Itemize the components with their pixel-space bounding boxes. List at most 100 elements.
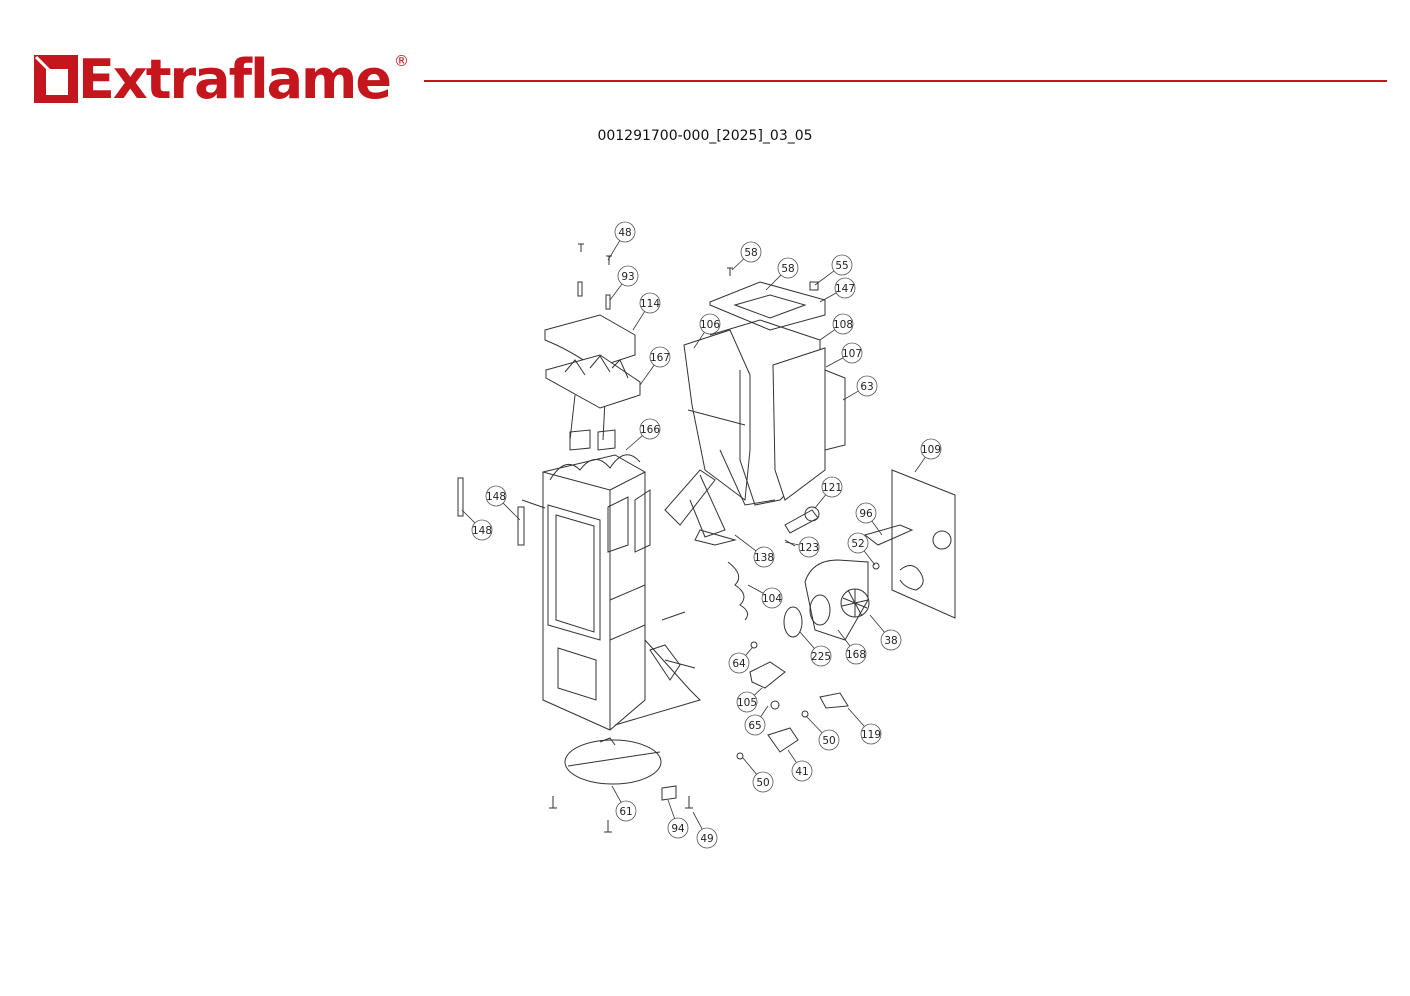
callout-121: 121	[814, 476, 843, 509]
callout-label: 65	[748, 720, 761, 732]
parts-drawing	[457, 243, 956, 833]
callout-label: 50	[822, 735, 835, 747]
callout-circle	[615, 800, 637, 822]
callout-label: 96	[859, 508, 873, 520]
registered-mark: ®	[393, 52, 409, 70]
callout-circle	[880, 629, 902, 651]
callout-108: 108	[819, 313, 854, 341]
callout-circle	[832, 313, 854, 335]
callout-105: 105	[736, 687, 763, 713]
callout-circle	[614, 221, 636, 243]
leader-line	[609, 283, 623, 301]
leader-line	[639, 364, 655, 386]
callout-circle	[777, 257, 799, 279]
brand-logo: Extraflame ®	[34, 50, 409, 110]
leader-line	[611, 785, 622, 803]
callout-circle	[845, 643, 867, 665]
callout-circle	[841, 342, 863, 364]
brand-name: Extraflame	[78, 48, 392, 111]
callout-93: 93	[609, 265, 639, 301]
callout-circle	[920, 438, 942, 460]
leader-line	[814, 494, 827, 509]
callout-circle	[831, 254, 853, 276]
callout-123: 123	[784, 536, 820, 558]
leader-line	[632, 311, 646, 331]
callout-circle	[696, 827, 718, 849]
callout-circle	[639, 418, 661, 440]
callout-circle	[791, 760, 813, 782]
leader-line	[842, 390, 859, 401]
callout-circle	[818, 729, 840, 751]
callout-label: 58	[744, 247, 757, 259]
callout-circle	[752, 771, 774, 793]
leader-line	[863, 550, 876, 566]
leader-line	[847, 707, 865, 727]
callout-label: 48	[618, 227, 631, 239]
callout-label: 104	[762, 593, 782, 605]
brand-logo-mark-icon	[34, 55, 78, 103]
callout-114: 114	[632, 292, 661, 331]
callout-circle	[649, 346, 671, 368]
callout-circle	[617, 265, 639, 287]
callout-119: 119	[847, 707, 882, 745]
leader-line	[745, 647, 753, 656]
leader-line	[819, 292, 837, 303]
pellet-hopper-part	[683, 281, 846, 506]
callout-label: 167	[650, 352, 670, 364]
callout-148: 148	[485, 485, 521, 521]
callout-50: 50	[805, 715, 840, 751]
leader-line	[819, 329, 836, 341]
callout-38: 38	[869, 614, 902, 651]
callout-label: 50	[756, 777, 769, 789]
callout-label: 38	[884, 635, 897, 647]
callout-64: 64	[728, 647, 753, 674]
callout-circle	[761, 587, 783, 609]
leader-line	[742, 757, 757, 775]
callout-label: 63	[860, 381, 873, 393]
callout-label: 168	[846, 649, 866, 661]
combustion-fan-part	[783, 559, 870, 641]
callout-label: 166	[640, 424, 660, 436]
callout-168: 168	[837, 629, 867, 665]
leader-line	[754, 687, 763, 696]
leader-line	[693, 332, 705, 349]
leader-line	[692, 811, 703, 830]
callout-label: 64	[732, 658, 746, 670]
callout-circle	[699, 313, 721, 335]
callout-138: 138	[734, 534, 775, 568]
callout-label: 138	[754, 552, 774, 564]
leader-line	[760, 705, 769, 717]
leader-line	[607, 240, 621, 261]
callout-label: 108	[833, 319, 853, 331]
callout-label: 41	[795, 766, 808, 778]
leader-line	[799, 631, 815, 649]
callout-96: 96	[855, 502, 883, 536]
callout-label: 121	[822, 482, 842, 494]
callout-148: 148	[461, 509, 493, 541]
callout-166: 166	[625, 418, 661, 451]
callout-label: 107	[842, 348, 862, 360]
callout-label: 58	[781, 263, 794, 275]
callout-circle	[728, 652, 750, 674]
callout-circle	[485, 485, 507, 507]
leader-line	[502, 502, 521, 521]
callout-label: 109	[921, 444, 941, 456]
callout-label: 148	[472, 525, 492, 537]
leader-line	[814, 270, 835, 286]
leader-line	[461, 509, 476, 524]
leader-line	[805, 715, 823, 734]
callout-label: 49	[700, 833, 713, 845]
callout-label: 55	[835, 260, 848, 272]
callout-label: 147	[835, 283, 855, 295]
callout-94: 94	[667, 799, 689, 839]
callout-label: 93	[621, 271, 634, 283]
callout-label: 119	[861, 729, 881, 741]
callout-225: 225	[799, 631, 832, 667]
callout-49: 49	[692, 811, 718, 849]
callout-circle	[736, 691, 758, 713]
callout-61: 61	[611, 785, 637, 822]
callout-55: 55	[814, 254, 853, 286]
callout-label: 225	[811, 651, 831, 663]
leader-line	[747, 584, 764, 594]
